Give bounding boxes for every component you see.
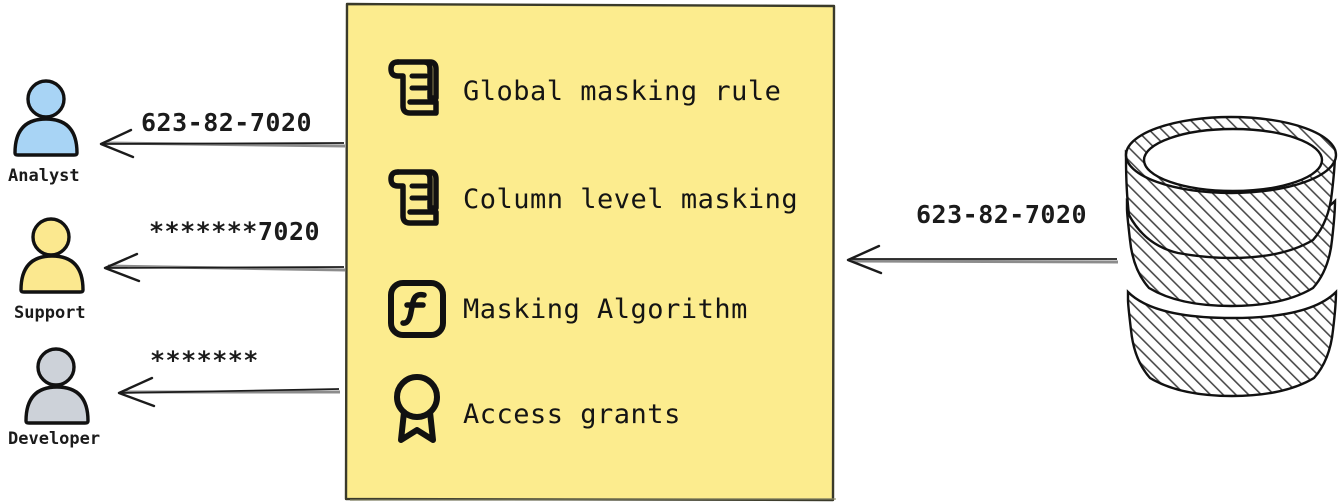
flow-value-source: 623-82-7020: [916, 200, 1087, 229]
db-top-face: [1142, 127, 1324, 193]
actor-analyst: [13, 79, 79, 157]
masking-policy-panel: [344, 2, 837, 502]
panel-item-label-0: Global masking rule: [463, 76, 781, 107]
avatar-head: [26, 79, 66, 119]
panel-item-label-1: Column level masking: [463, 184, 798, 215]
actor-support: [19, 217, 85, 294]
flow-value-developer: *******: [150, 346, 259, 375]
actor-developer: [24, 347, 90, 425]
flow-arrow-support: [103, 252, 346, 283]
flow-value-support: *******7020: [149, 217, 320, 246]
flow-arrow-developer: [117, 376, 340, 408]
function-icon: [388, 280, 446, 338]
actor-label-support: Support: [14, 303, 86, 323]
flow-arrow-analyst: [99, 128, 346, 159]
award-icon: [394, 374, 440, 443]
avatar-body: [13, 117, 79, 157]
avatar-body: [24, 385, 90, 425]
avatar-head: [31, 217, 71, 257]
actor-label-analyst: Analyst: [8, 166, 80, 186]
panel-item-label-3: Access grants: [463, 399, 681, 430]
database-cylinder: [1124, 115, 1338, 398]
panel-item-label-2: Masking Algorithm: [463, 294, 748, 325]
flow-arrow-source: [846, 244, 1119, 275]
flow-value-analyst: 623-82-7020: [141, 108, 312, 137]
scroll-icon: [388, 169, 439, 226]
panel-shadow-bottom: [349, 498, 837, 501]
scroll-icon: [388, 59, 439, 116]
actor-label-developer: Developer: [8, 429, 100, 449]
avatar-body: [19, 254, 85, 294]
avatar-head: [36, 347, 76, 387]
db-segment-bottom: [1126, 289, 1338, 398]
